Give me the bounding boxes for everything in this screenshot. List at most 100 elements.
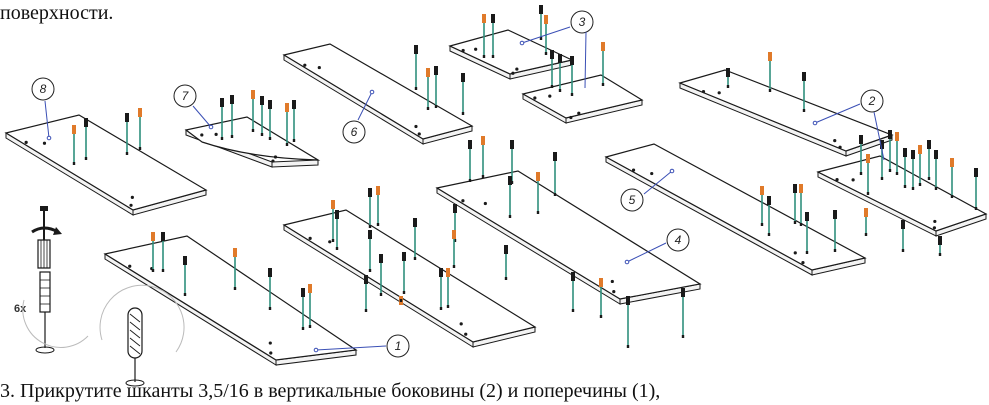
- callout-leader: [521, 26, 571, 44]
- dowel-tip: [570, 56, 574, 65]
- callout-5: 5: [620, 168, 675, 212]
- callout-leader: [44, 100, 50, 139]
- panel-edge: [271, 159, 319, 168]
- dowel: [938, 236, 942, 256]
- dowel: [911, 150, 915, 190]
- dowel-tip: [938, 236, 942, 245]
- dowel: [331, 200, 335, 242]
- panel-face: [604, 143, 867, 271]
- dowel-end: [453, 239, 457, 242]
- dowel-tip: [125, 113, 129, 122]
- dowel-end: [233, 287, 237, 290]
- callout-3: 3: [519, 10, 594, 46]
- rotate-arrow-icon: [31, 226, 62, 235]
- dowel-tip: [793, 184, 797, 193]
- dowel: [376, 186, 380, 226]
- callout-label: 3: [579, 15, 586, 29]
- dowel-tip: [151, 232, 155, 241]
- dowel-tip: [903, 148, 907, 157]
- dowel-tip: [285, 103, 289, 112]
- dowel-tip: [72, 125, 76, 134]
- dowel-end: [601, 83, 605, 86]
- dowel: [364, 275, 368, 312]
- dowel-tip: [901, 220, 905, 229]
- dowel: [550, 50, 554, 88]
- dowel-end: [468, 179, 472, 182]
- dowel: [895, 132, 899, 175]
- dowel-end: [570, 93, 574, 96]
- dowel: [601, 42, 605, 86]
- dowel: [726, 68, 730, 88]
- dowel: [335, 210, 339, 250]
- dowel: [504, 245, 508, 280]
- dowel-tip: [183, 256, 187, 265]
- panels-layer: [4, 29, 988, 366]
- dowel-tip: [626, 296, 630, 305]
- dowel-end: [681, 335, 685, 338]
- dowel-tip: [368, 188, 372, 197]
- dowel-tip: [402, 252, 406, 261]
- dowel: [461, 73, 465, 115]
- dowel: [481, 136, 485, 178]
- dowel-end: [802, 109, 806, 112]
- dowel-end: [793, 221, 797, 224]
- dowel: [950, 158, 954, 198]
- dowel-end: [599, 315, 603, 318]
- dowel-tip: [491, 14, 495, 23]
- dowel-end: [558, 89, 562, 92]
- hole: [533, 96, 537, 100]
- dowel: [760, 186, 764, 226]
- hole: [130, 195, 134, 199]
- dowel-end: [452, 265, 456, 268]
- dowel-end: [938, 253, 942, 256]
- dowel-end: [918, 183, 922, 186]
- dowel-tip: [233, 248, 237, 257]
- dowel: [536, 172, 540, 214]
- hole: [328, 240, 332, 244]
- dowel-end: [301, 327, 305, 330]
- dowel: [414, 45, 418, 90]
- dowel-end: [544, 52, 548, 55]
- instruction-text-bottom: 3. Прикрутите шканты 3,5/16 в вертикальн…: [0, 380, 661, 402]
- dowel-tip: [950, 158, 954, 167]
- dowel: [901, 220, 905, 252]
- dowel: [268, 100, 272, 140]
- hole: [303, 63, 307, 67]
- callout-anchor: [669, 168, 675, 174]
- panel: [521, 74, 644, 124]
- dowel-end: [183, 293, 187, 296]
- callout-circle: [860, 89, 884, 113]
- dowel-end: [260, 133, 264, 136]
- hole: [24, 140, 28, 144]
- hole: [461, 48, 465, 53]
- dowel: [220, 98, 224, 140]
- dowel-tip: [434, 66, 438, 75]
- dowel-end: [151, 269, 155, 272]
- dowel-end: [230, 135, 234, 138]
- dowel-end: [376, 223, 380, 226]
- dowel-tip: [799, 184, 803, 193]
- dowel: [183, 256, 187, 296]
- panel-face: [816, 155, 988, 232]
- dowel: [833, 210, 837, 252]
- dowel: [268, 268, 272, 310]
- dowel: [599, 278, 603, 318]
- dowel-tip: [768, 52, 772, 61]
- callout-1: 1: [313, 334, 410, 358]
- dowel-end: [481, 175, 485, 178]
- dowel-tip: [481, 136, 485, 145]
- dowel-end: [251, 129, 255, 132]
- dowel-end: [927, 177, 931, 180]
- dowel-tip: [426, 68, 430, 77]
- dowel-tip: [974, 168, 978, 177]
- dowel-end: [539, 37, 543, 40]
- dowel: [974, 168, 978, 210]
- dowel: [681, 288, 685, 338]
- dowel: [571, 272, 575, 312]
- dowel: [888, 130, 892, 172]
- hole: [631, 168, 636, 172]
- hole: [459, 322, 463, 326]
- callout-leader: [626, 242, 667, 263]
- dowel-end: [446, 305, 450, 308]
